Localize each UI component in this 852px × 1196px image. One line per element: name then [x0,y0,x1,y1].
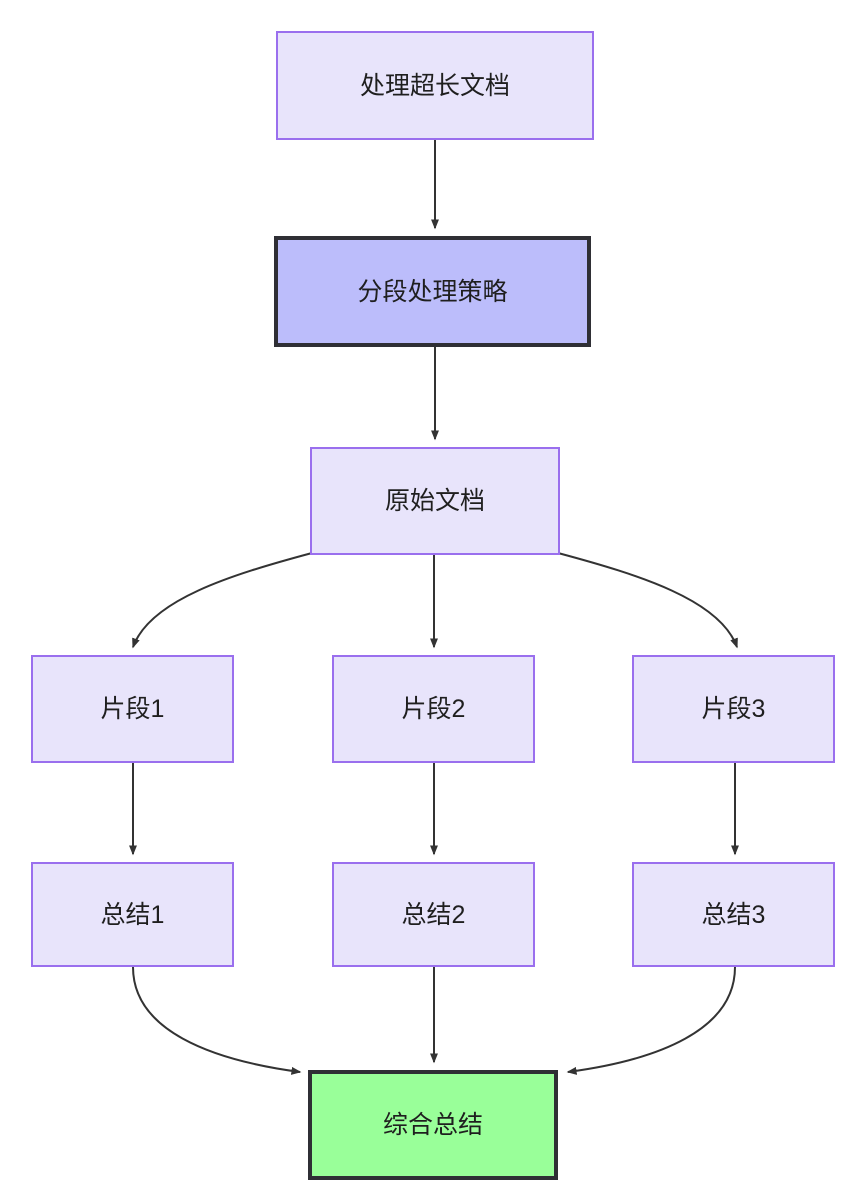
node-summary-2-label: 总结2 [401,900,466,929]
node-summary-1-label: 总结1 [100,900,165,929]
node-chunk-strategy-label: 分段处理策略 [357,277,508,306]
edge-summary-1-to-final-summary [132,966,302,1075]
edge-source-doc-to-segment-1 [132,552,313,649]
edge-source-doc-to-segment-3 [557,552,738,649]
node-summary-1[interactable]: 总结1 [31,862,234,967]
node-segment-3[interactable]: 片段3 [632,655,835,763]
node-summary-3[interactable]: 总结3 [632,862,835,967]
node-process-long-doc-label: 处理超长文档 [359,71,510,100]
node-segment-1[interactable]: 片段1 [31,655,234,763]
node-final-summary[interactable]: 综合总结 [308,1070,558,1180]
node-segment-3-label: 片段3 [701,695,766,723]
node-segment-2-label: 片段2 [401,695,466,723]
node-summary-2[interactable]: 总结2 [332,862,535,967]
edge-summary-3-to-final-summary [566,966,736,1075]
node-chunk-strategy[interactable]: 分段处理策略 [274,236,591,347]
node-source-doc[interactable]: 原始文档 [310,447,560,555]
node-source-doc-label: 原始文档 [384,487,485,515]
node-summary-3-label: 总结3 [701,900,766,929]
node-final-summary-label: 综合总结 [382,1111,483,1139]
node-segment-1-label: 片段1 [100,695,165,723]
node-segment-2[interactable]: 片段2 [332,655,535,763]
node-process-long-doc[interactable]: 处理超长文档 [276,31,594,140]
